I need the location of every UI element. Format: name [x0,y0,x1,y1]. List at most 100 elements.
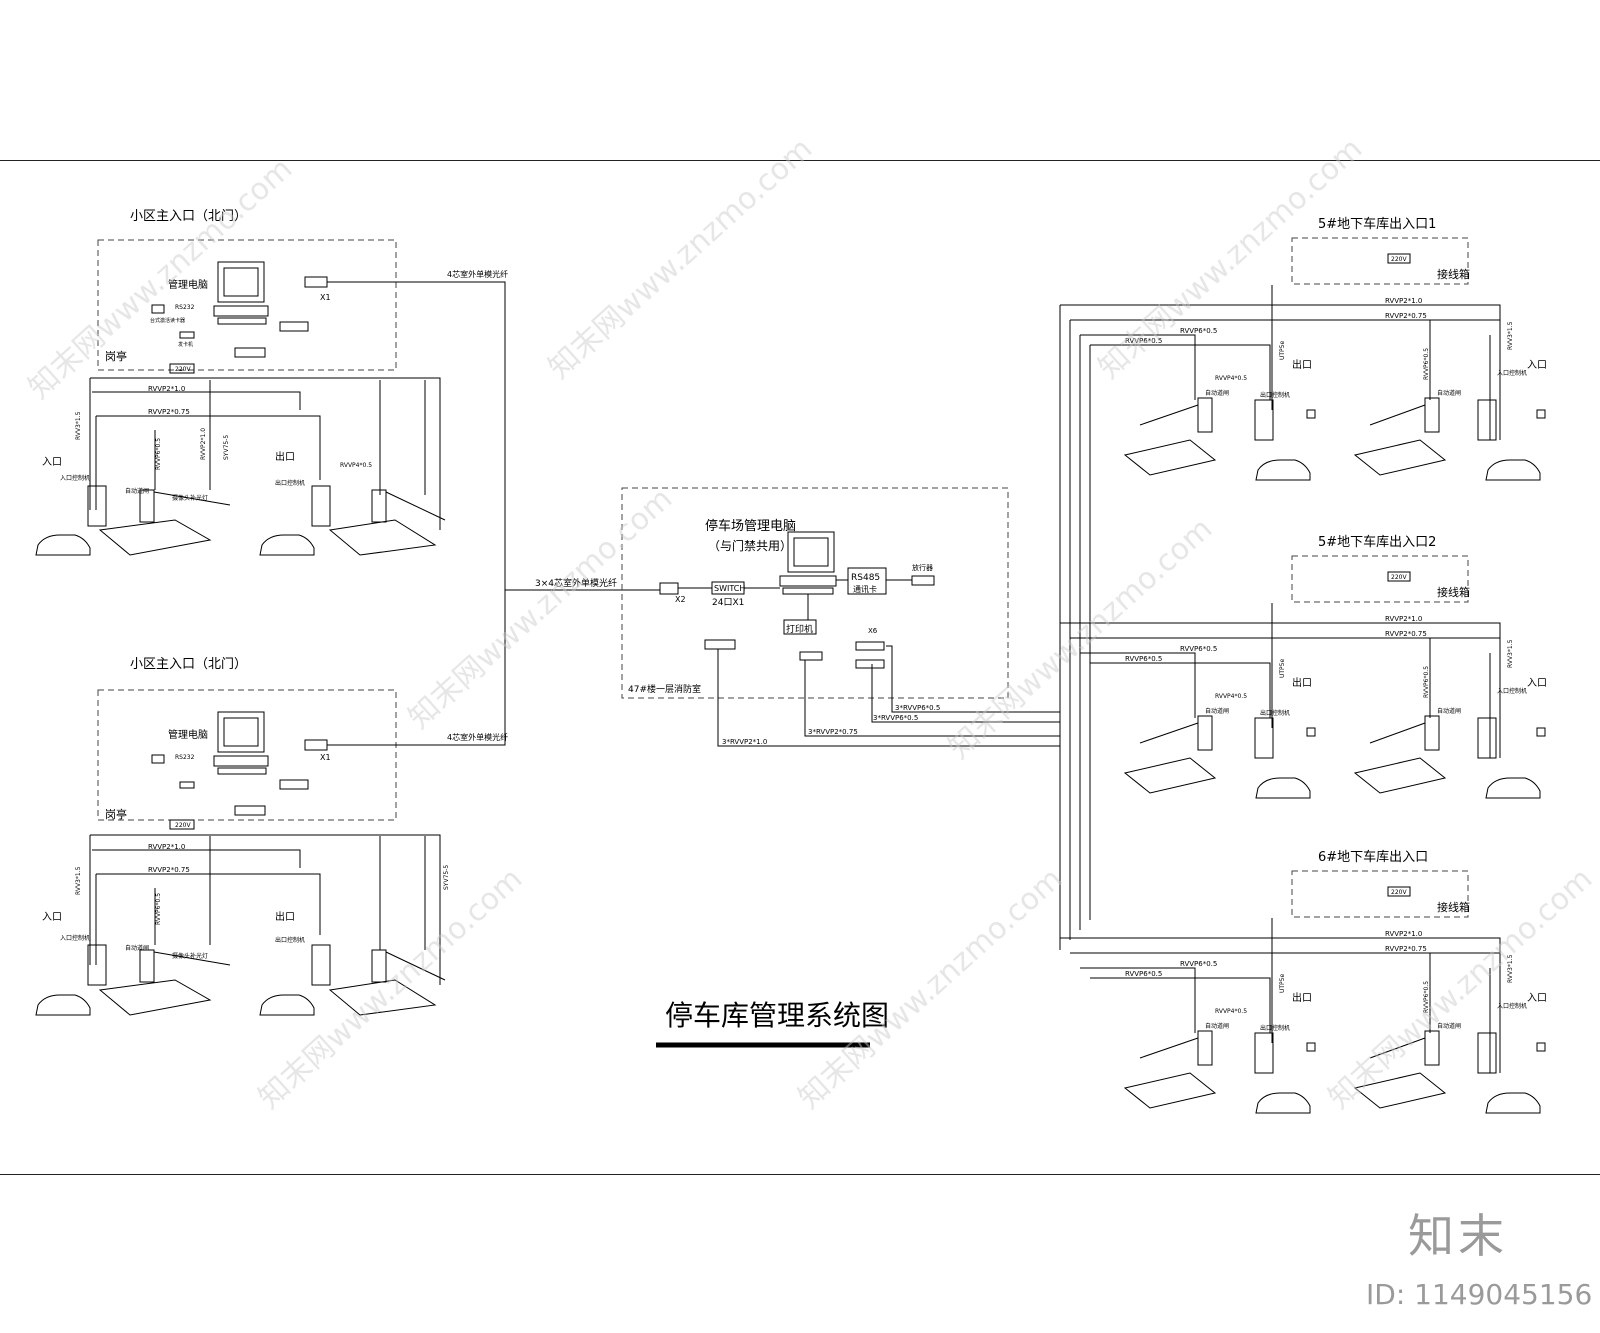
v220-label: 220V [175,366,191,373]
center-monitor-icon [787,531,835,573]
v220-label: 220V [1391,256,1407,263]
reader-unit-1-icon [855,641,885,651]
rvvp4-label: RVVP4*0.5 [1215,375,1247,382]
display-icon [1306,1042,1316,1052]
barrier-arm-icon [1139,404,1199,426]
rvvp2-1-label-2: RVVP2*1.0 [148,843,185,851]
auto-gate-label-2: 自动道闸 [125,944,149,952]
loop-detector-2-icon [1353,757,1447,794]
power-box-icon [169,363,195,374]
rvvp6-vert-label: RVVP6*0.5 [1423,981,1430,1013]
watermark-text: 知末网www.znzmo.com [542,131,819,386]
rvvp2-075-label: RVVP2*0.75 [1385,630,1427,638]
rvvp6-label: RVVP6*0.5 [155,438,162,470]
watermark-group: 知末网www.znzmo.com 知末网www.znzmo.com 知末网www… [22,131,1599,1116]
exit-ctrl-label: 出口控制机 [1260,709,1290,717]
barrier-arm-2-icon [1369,1037,1426,1059]
brand-logo: 知末 [1408,1209,1508,1263]
rvv3-label: RVV3*1.5 [1507,954,1514,983]
garage-heading: 5#地下车库出入口1 [1318,216,1436,232]
v220-label: 220V [1391,889,1407,896]
pc-label: 管理电脑 [168,278,208,291]
entry-ctrl-label: 入口控制机 [1497,1002,1527,1010]
barrier-arm-2-icon [385,491,446,521]
center-pc-label-2: （与门禁共用） [708,538,792,553]
rvv3-label: RVV3*1.5 [1507,639,1514,668]
center-keyboard-icon [782,587,834,595]
room-label: 47#楼一层消防室 [628,683,701,695]
car-icon [35,534,91,556]
barrier-post-2-icon [1424,715,1440,751]
syv-label: SYV75-5 [223,435,230,460]
rvvp4-label: RVVP4*0.5 [1215,693,1247,700]
car-icon [1255,459,1311,481]
entry-controller-icon [1477,399,1497,441]
display-2-icon [1536,409,1546,419]
card-issuer-2-icon [179,781,195,789]
reader-icon [151,304,165,314]
booth-label-2: 岗亭 [105,807,127,821]
auto-gate-label: 自动道闸 [1205,389,1229,397]
junction-box [1291,237,1469,285]
pc-base-icon [213,305,269,317]
utp-label: UTP5e [1279,659,1286,678]
camera-label-2: 摄像头补光灯 [172,952,208,960]
syv-label-2: SYV75-5 [443,865,450,890]
cable4-label: 3*RVVP2*1.0 [722,738,767,746]
rs232-label-2: RS232 [175,754,195,761]
converter-label: 放行器 [912,563,933,572]
rvvp2-1v-label: RVVP2*1.0 [200,428,207,460]
rvvp6-vert-label: RVVP6*0.5 [1423,666,1430,698]
junction-label: 接线箱 [1437,585,1470,599]
power-box-2-icon [169,819,195,830]
exit-ctrl-label: 出口控制机 [1260,391,1290,399]
pc-monitor-icon [217,261,265,303]
diagram-title: 停车库管理系统图 [665,999,889,1032]
junction-box [1291,870,1469,918]
exit-label: 出口 [275,450,295,463]
entry-controller-icon [1477,717,1497,759]
control-room-box [621,487,1009,699]
fiber-label-2: 4芯室外单模光纤 [447,732,508,742]
loop-detector-icon [1123,757,1217,794]
v220-label: 220V [1391,574,1407,581]
car-4-icon [259,994,315,1016]
cable1-label: 3*RVVP6*0.5 [895,704,940,712]
entry-ctrl-label: 入口控制机 [1497,687,1527,695]
printer-label: 打印机 [786,623,813,635]
watermark-text: 知末网www.znzmo.com [1322,861,1599,1116]
barrier-arm-icon [1139,722,1199,744]
auto-gate-label-2: 自动道闸 [1437,1022,1461,1030]
junction-box [1291,555,1469,603]
garage-section-3: 6#地下车库出入口220V接线箱RVVP2*1.0RVVP2*0.75RVVP6… [1060,849,1547,1114]
rvvp6-label: RVVP6*0.5 [1180,645,1217,653]
exit-controller-icon [311,485,331,527]
garage-bus [1059,305,1091,950]
car-2-icon [1485,459,1541,481]
loop-detector-2-icon [328,519,437,556]
exit-ctrl-label-2: 出口控制机 [275,936,305,944]
keyboard-icon [217,317,267,325]
cable-220v [90,377,441,530]
reader-label: 台式激活读卡器 [150,317,185,324]
rvvp6-label-2: RVVP6*0.5 [1125,337,1162,345]
car-2-icon [259,534,315,556]
fiber-line [327,281,506,590]
card-issuer-label: 发卡机 [178,341,193,348]
loop-detector-2-icon [1353,1072,1447,1109]
barrier-arm-2-icon [1369,404,1426,426]
barrier-arm-icon [153,491,231,506]
car-2-icon [1485,777,1541,799]
rvv3-label-2: RVV3*1.5 [75,866,82,895]
barrier-post-2-icon [371,489,387,523]
auto-gate-label: 自动道闸 [1205,1022,1229,1030]
auto-gate-label-2: 自动道闸 [1437,707,1461,715]
entry-controller-icon [1477,1032,1497,1074]
loop-detector-icon [1123,439,1217,476]
cable3-label: 3*RVVP2*0.75 [808,728,858,736]
loop-detector-2-icon [1353,439,1447,476]
power-box-icon [1387,253,1411,264]
drawing-frame [0,160,1600,1175]
north-gate-top: 小区主入口（北门） 岗亭 管理电脑 RS232 台式激活读卡器 发卡机 X1 2… [35,209,508,590]
